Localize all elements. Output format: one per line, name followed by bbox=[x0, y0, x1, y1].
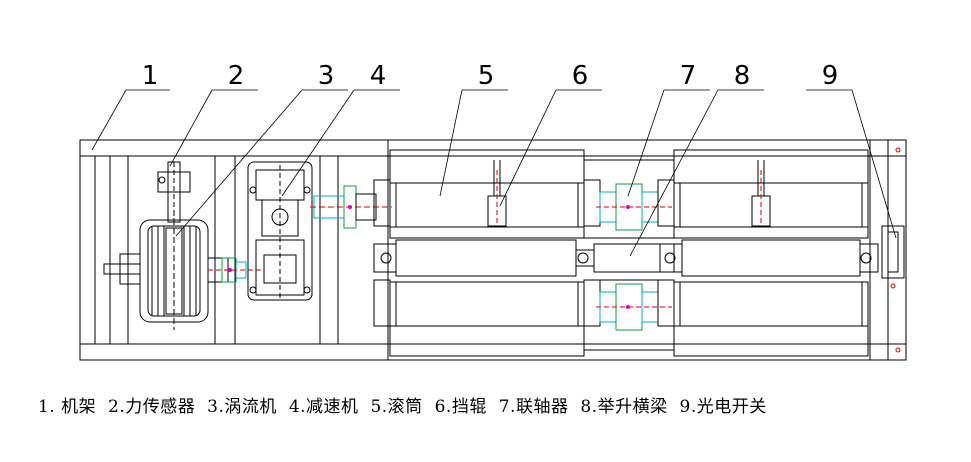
coupling-reducer-output bbox=[310, 185, 392, 229]
legend-item-eddy-current-machine: 3.涡流机 bbox=[207, 397, 277, 417]
legend-item-force-sensor: 2.力传感器 bbox=[108, 397, 196, 417]
callout-6: 6 bbox=[572, 61, 589, 91]
callout-8: 8 bbox=[734, 61, 751, 91]
leader-lines bbox=[91, 89, 897, 257]
legend-item-coupling: 7.联轴器 bbox=[498, 397, 569, 417]
pinch-roller-right bbox=[751, 160, 771, 227]
coupling-left bbox=[208, 257, 262, 283]
bearing-blocks-left bbox=[373, 179, 601, 327]
callout-1: 1 bbox=[142, 61, 159, 91]
legend-item-pinch-roller: 6.挡辊 bbox=[434, 397, 487, 417]
legend-item-lift-beam: 8.举升横梁 bbox=[580, 397, 668, 417]
roller-right-middle bbox=[659, 239, 879, 277]
callout-2: 2 bbox=[228, 61, 245, 91]
legend-item-frame: 1. 机架 bbox=[38, 397, 97, 417]
callout-4: 4 bbox=[370, 61, 387, 91]
legend-item-roller: 5.滚筒 bbox=[370, 397, 423, 417]
legend-item-photoelectric-switch: 9.光电开关 bbox=[679, 397, 767, 417]
parts-legend: 1. 机架 2.力传感器 3.涡流机 4.减速机 5.滚筒 6.挡辊 7.联轴器… bbox=[38, 392, 938, 417]
mechanical-drawing: 1 2 3 4 5 6 7 8 9 bbox=[79, 61, 907, 361]
coupling-top bbox=[596, 183, 672, 231]
callout-3: 3 bbox=[318, 61, 335, 91]
roller-left-top bbox=[389, 149, 585, 239]
roller-right-top bbox=[673, 149, 869, 239]
roller-left-bottom bbox=[389, 281, 585, 357]
roller-left-middle bbox=[373, 239, 595, 277]
roller-right-bottom bbox=[673, 281, 869, 357]
coupling-bottom bbox=[596, 283, 672, 331]
callout-numbers: 1 2 3 4 5 6 7 8 9 bbox=[142, 61, 839, 91]
callout-9: 9 bbox=[822, 61, 839, 91]
photoelectric-switch bbox=[881, 147, 905, 353]
callout-7: 7 bbox=[680, 61, 697, 91]
machine-frame bbox=[79, 139, 907, 361]
callout-5: 5 bbox=[478, 61, 495, 91]
detail-marks bbox=[228, 205, 630, 309]
reducer bbox=[247, 161, 313, 301]
pinch-roller-left bbox=[487, 160, 507, 227]
legend-item-reducer: 4.减速机 bbox=[288, 397, 359, 417]
